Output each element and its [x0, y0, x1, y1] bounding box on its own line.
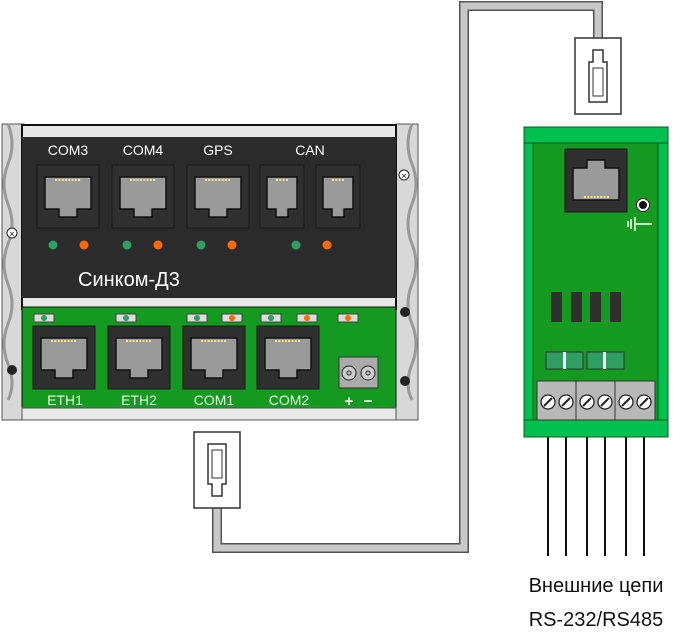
- port-label-com4: COM4: [123, 142, 164, 158]
- device-name: Синком-Д3: [78, 269, 180, 291]
- caption-line2: RS-232/RS485: [529, 609, 664, 631]
- port-com1: [182, 325, 246, 390]
- screw-dot-icon: [400, 307, 410, 317]
- external-wires: [547, 420, 645, 556]
- status-leds: [48, 240, 332, 250]
- port-com4: [111, 164, 175, 229]
- chips: [551, 292, 621, 322]
- port-label-gps: GPS: [203, 142, 233, 158]
- port-label-com1: COM1: [194, 392, 235, 408]
- led-icon: [639, 201, 647, 209]
- port-label-com3: COM3: [48, 142, 89, 158]
- port-label-eth2: ETH2: [121, 392, 157, 408]
- terminal-block: [536, 380, 656, 421]
- screw-x-icon: ×: [398, 169, 410, 181]
- power-terminal: [338, 356, 379, 389]
- ground-icon: [627, 217, 652, 231]
- interface-module: [523, 126, 669, 556]
- svg-text:×: ×: [401, 171, 406, 181]
- sinkom-d3-device: × × COM3 COM4 GPS CAN Синком-Д3: [1, 123, 419, 421]
- cable-plug-right: [574, 37, 622, 115]
- port-label-com2: COM2: [269, 392, 310, 408]
- screw-dot-icon: [400, 376, 410, 386]
- power-plus-label: +: [345, 393, 354, 410]
- cable-plug-left: [193, 431, 241, 509]
- port-com3: [36, 164, 100, 229]
- port-com2: [256, 325, 320, 390]
- port-gps: [186, 164, 250, 229]
- port-eth2: [107, 325, 171, 390]
- port-eth1: [32, 325, 96, 390]
- caption-line1: Внешние цепи: [529, 575, 664, 597]
- cable: [212, 1, 603, 553]
- port-label-can: CAN: [295, 142, 325, 158]
- screw-dot-icon: [7, 365, 17, 375]
- module-rj45-port: [564, 148, 628, 213]
- power-minus-label: −: [364, 393, 373, 410]
- port-can-1: [259, 164, 305, 229]
- svg-text:×: ×: [9, 229, 14, 239]
- screw-x-icon: ×: [6, 227, 18, 239]
- resistors: [545, 351, 625, 370]
- board-leds: [33, 313, 359, 323]
- port-label-eth1: ETH1: [47, 392, 83, 408]
- port-can-2: [315, 164, 361, 229]
